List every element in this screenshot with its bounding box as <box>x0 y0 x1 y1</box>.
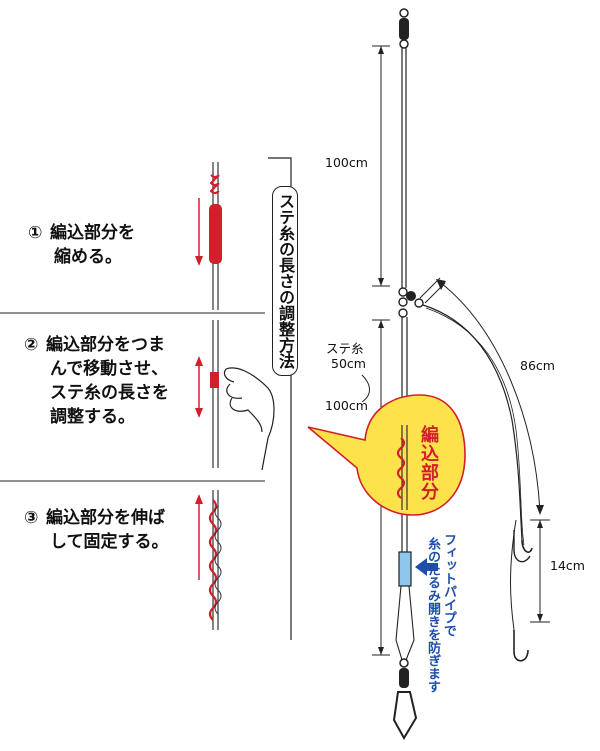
bottom-snap <box>392 658 418 740</box>
title-bracket <box>268 157 292 640</box>
step3-text: ③ 編込部分を伸ば して固定する。 <box>24 506 169 554</box>
step2-line4: 調整する。 <box>50 407 135 427</box>
step2-line-illustration <box>195 320 275 471</box>
fit-pipe <box>398 551 412 587</box>
measure-branch: ステ糸 <box>326 341 364 356</box>
measure-hook-gap: 14cm <box>550 558 585 573</box>
step1-text: ① 編込部分を 縮める。 <box>28 221 135 269</box>
measure-leader: 86cm <box>520 358 555 373</box>
step2-line1: 編込部分をつま <box>46 335 165 355</box>
measure-branch-len: 50cm <box>331 356 366 371</box>
callout-text: 編込部分 <box>418 425 439 501</box>
step1-line-illustration <box>195 162 222 310</box>
step3-braid <box>208 499 218 621</box>
blue-arrow <box>415 558 438 576</box>
step3-line1: 編込部分を伸ば <box>46 508 165 528</box>
step2-braid <box>210 372 219 388</box>
fit-pipe-note-line2: 糸のたるみ開きを防ぎます <box>425 537 440 693</box>
hand-illustration <box>223 367 275 471</box>
step3-line-illustration <box>195 490 222 630</box>
middle-swivel <box>398 287 424 318</box>
measure-middle: 100cm <box>325 398 368 413</box>
callout-bubble <box>307 394 466 516</box>
step3-number: ③ <box>24 508 39 528</box>
lower-hook <box>513 630 529 662</box>
step1-line2: 縮める。 <box>54 247 122 267</box>
leader-line <box>422 304 523 541</box>
dim-leader <box>440 282 541 513</box>
step2-text: ② 編込部分をつま んで移動させ、 ステ糸の長さを 調整する。 <box>24 333 169 429</box>
top-swivel <box>399 8 409 49</box>
step1-line1: 編込部分を <box>50 223 135 243</box>
step1-number: ① <box>28 223 43 243</box>
step2-line3: ステ糸の長さを <box>50 383 169 403</box>
step3-line2: して固定する。 <box>50 532 169 552</box>
fit-pipe-note-line1: フィットパイプで <box>441 533 456 637</box>
step1-braid <box>209 204 222 264</box>
side-title: ステ糸の長さの調整方法 <box>272 186 298 376</box>
measure-top: 100cm <box>325 155 368 170</box>
step2-line2: んで移動させ、 <box>50 359 169 379</box>
step2-number: ② <box>24 335 39 355</box>
upper-hook <box>521 539 533 553</box>
